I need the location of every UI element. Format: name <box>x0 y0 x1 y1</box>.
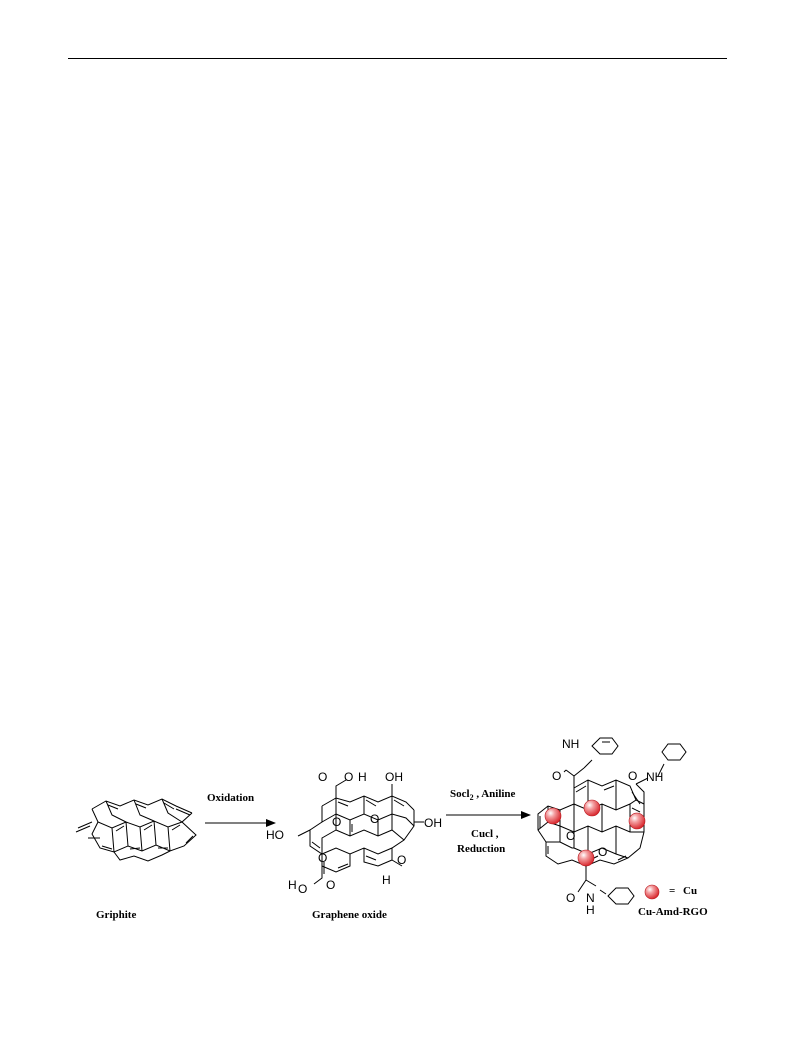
go-cooh-right-h: H <box>382 873 391 887</box>
go-cooh-top-h: H <box>358 770 367 784</box>
go-cooh-bottom-o2: O <box>326 878 335 892</box>
rgo-o-right: O <box>628 769 637 783</box>
graphite-label: Griphite <box>96 909 137 921</box>
go-cooh-bottom-h: H <box>288 878 297 892</box>
aniline-text: , Aniline <box>473 788 516 800</box>
rgo-nh-top: NH <box>562 737 579 751</box>
header-rule <box>68 58 727 59</box>
cu-particle <box>544 807 562 825</box>
cu-amd-rgo-structure <box>537 737 687 905</box>
go-epoxy-o2: O <box>370 812 379 826</box>
rgo-n-bottom: N <box>586 891 595 905</box>
rgo-h-bottom: H <box>586 903 595 917</box>
cucl-label: Cucl , <box>471 828 499 840</box>
go-epoxy-o3: O <box>318 851 327 865</box>
socl2-aniline-label: Socl2 , Aniline <box>450 788 515 802</box>
cu-particle <box>628 812 646 830</box>
rgo-epoxy-o2: O <box>598 845 607 859</box>
cu-amd-rgo-label: Cu-Amd-RGO <box>638 906 708 918</box>
go-cooh-top-o: O <box>318 770 327 784</box>
cu-legend-particle <box>644 884 660 900</box>
socl-subscript: 2 <box>469 793 474 802</box>
rgo-epoxy-o1: O <box>566 829 575 843</box>
cu-particle <box>583 799 601 817</box>
socl-text: Socl <box>450 788 470 800</box>
rgo-o-bottom: O <box>566 891 575 905</box>
rgo-nh-right: NH <box>646 770 663 784</box>
go-oh-right: OH <box>424 816 442 830</box>
reduction-label: Reduction <box>457 843 506 855</box>
go-cooh-right-o: O <box>397 853 406 867</box>
graphite-structure <box>75 798 197 862</box>
graphene-oxide-structure <box>297 779 424 885</box>
legend-cu-label: Cu <box>683 885 698 897</box>
graphene-oxide-label: Graphene oxide <box>312 909 387 921</box>
go-oh-top: OH <box>385 770 403 784</box>
oxidation-label: Oxidation <box>207 792 255 804</box>
go-cooh-bottom-o: O <box>298 882 307 896</box>
rgo-o-top: O <box>552 769 561 783</box>
go-oh-left: HO <box>266 828 284 842</box>
go-cooh-top-o2: O <box>344 770 353 784</box>
go-epoxy-o1: O <box>332 815 341 829</box>
cu-particle <box>577 849 595 867</box>
legend-equals: = <box>669 885 676 897</box>
